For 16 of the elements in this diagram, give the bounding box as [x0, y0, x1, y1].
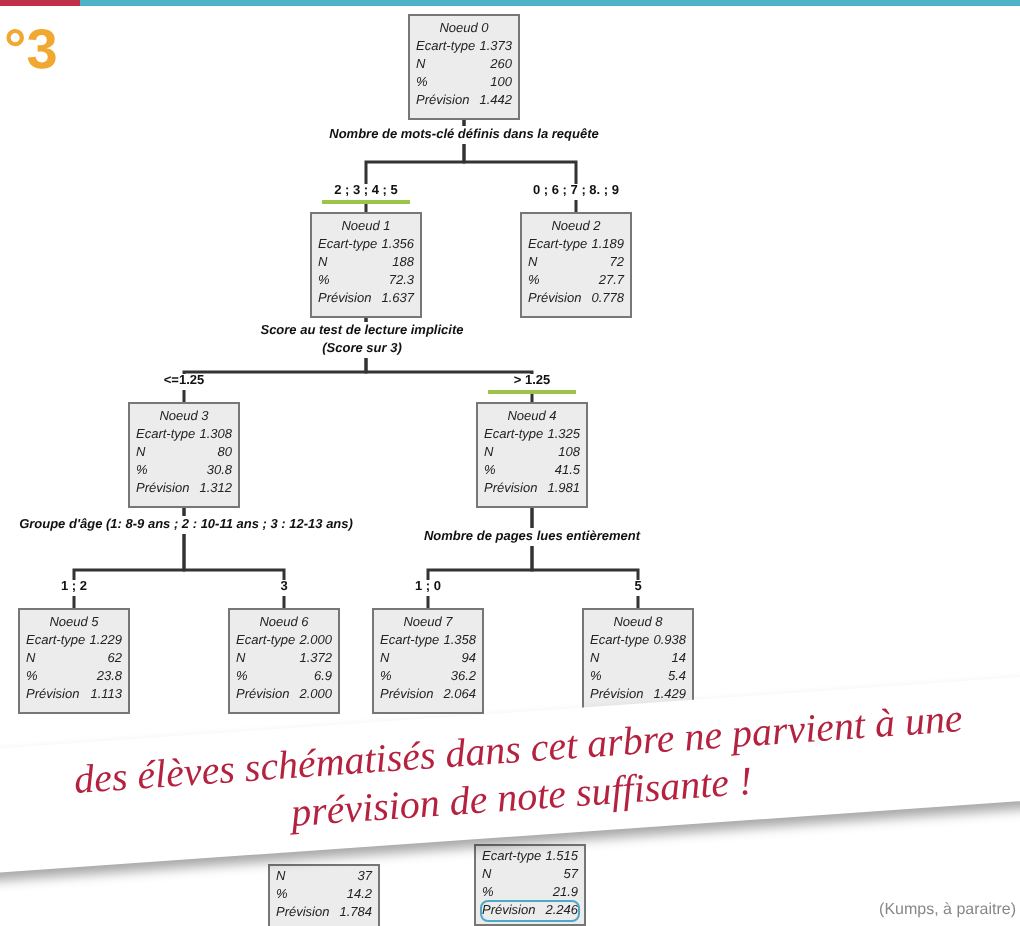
tree-connector: [462, 120, 578, 212]
source-citation: (Kumps, à paraitre): [879, 898, 1016, 922]
tree-node-box: [474, 844, 586, 926]
slide-number: °3: [4, 20, 58, 80]
tree-node-box: [228, 608, 340, 714]
tree-node-box: [18, 608, 130, 714]
tree-node-box: [520, 212, 632, 318]
tree-node-box: [128, 402, 240, 508]
tree-node-box: [310, 212, 422, 318]
tree-connector: [182, 508, 286, 608]
banner-text: des élèves schématisés dans cet arbre ne parvient à une prévision de note suffisante !: [72, 697, 967, 840]
tree-node-box: [372, 608, 484, 714]
tree-node-box: [476, 402, 588, 508]
tree-connector: [530, 508, 640, 608]
tree-node-box: [268, 864, 380, 926]
tree-node-box: [408, 14, 520, 120]
